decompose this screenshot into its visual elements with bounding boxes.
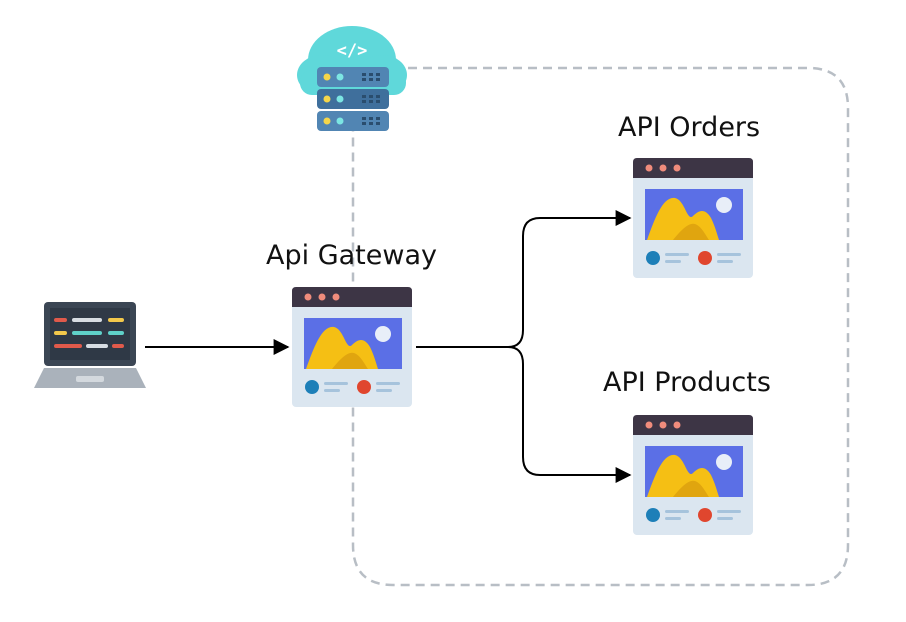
products-web-page-icon: [633, 415, 753, 535]
laptop-icon: [34, 302, 146, 388]
server-stack-icon: [317, 67, 389, 131]
edge-gateway-to-products: [507, 346, 632, 483]
dashed-group-boundary: [351, 66, 850, 587]
cloud-server-icon: </>: [297, 26, 407, 131]
products-label: API Products: [603, 367, 771, 398]
edge-gateway-to-orders: [416, 210, 632, 348]
orders-web-page-icon: [633, 158, 753, 278]
code-glyph: </>: [337, 41, 368, 61]
gateway-label: Api Gateway: [266, 240, 437, 271]
gateway-web-page-icon: [292, 287, 412, 407]
orders-label: API Orders: [618, 112, 761, 143]
